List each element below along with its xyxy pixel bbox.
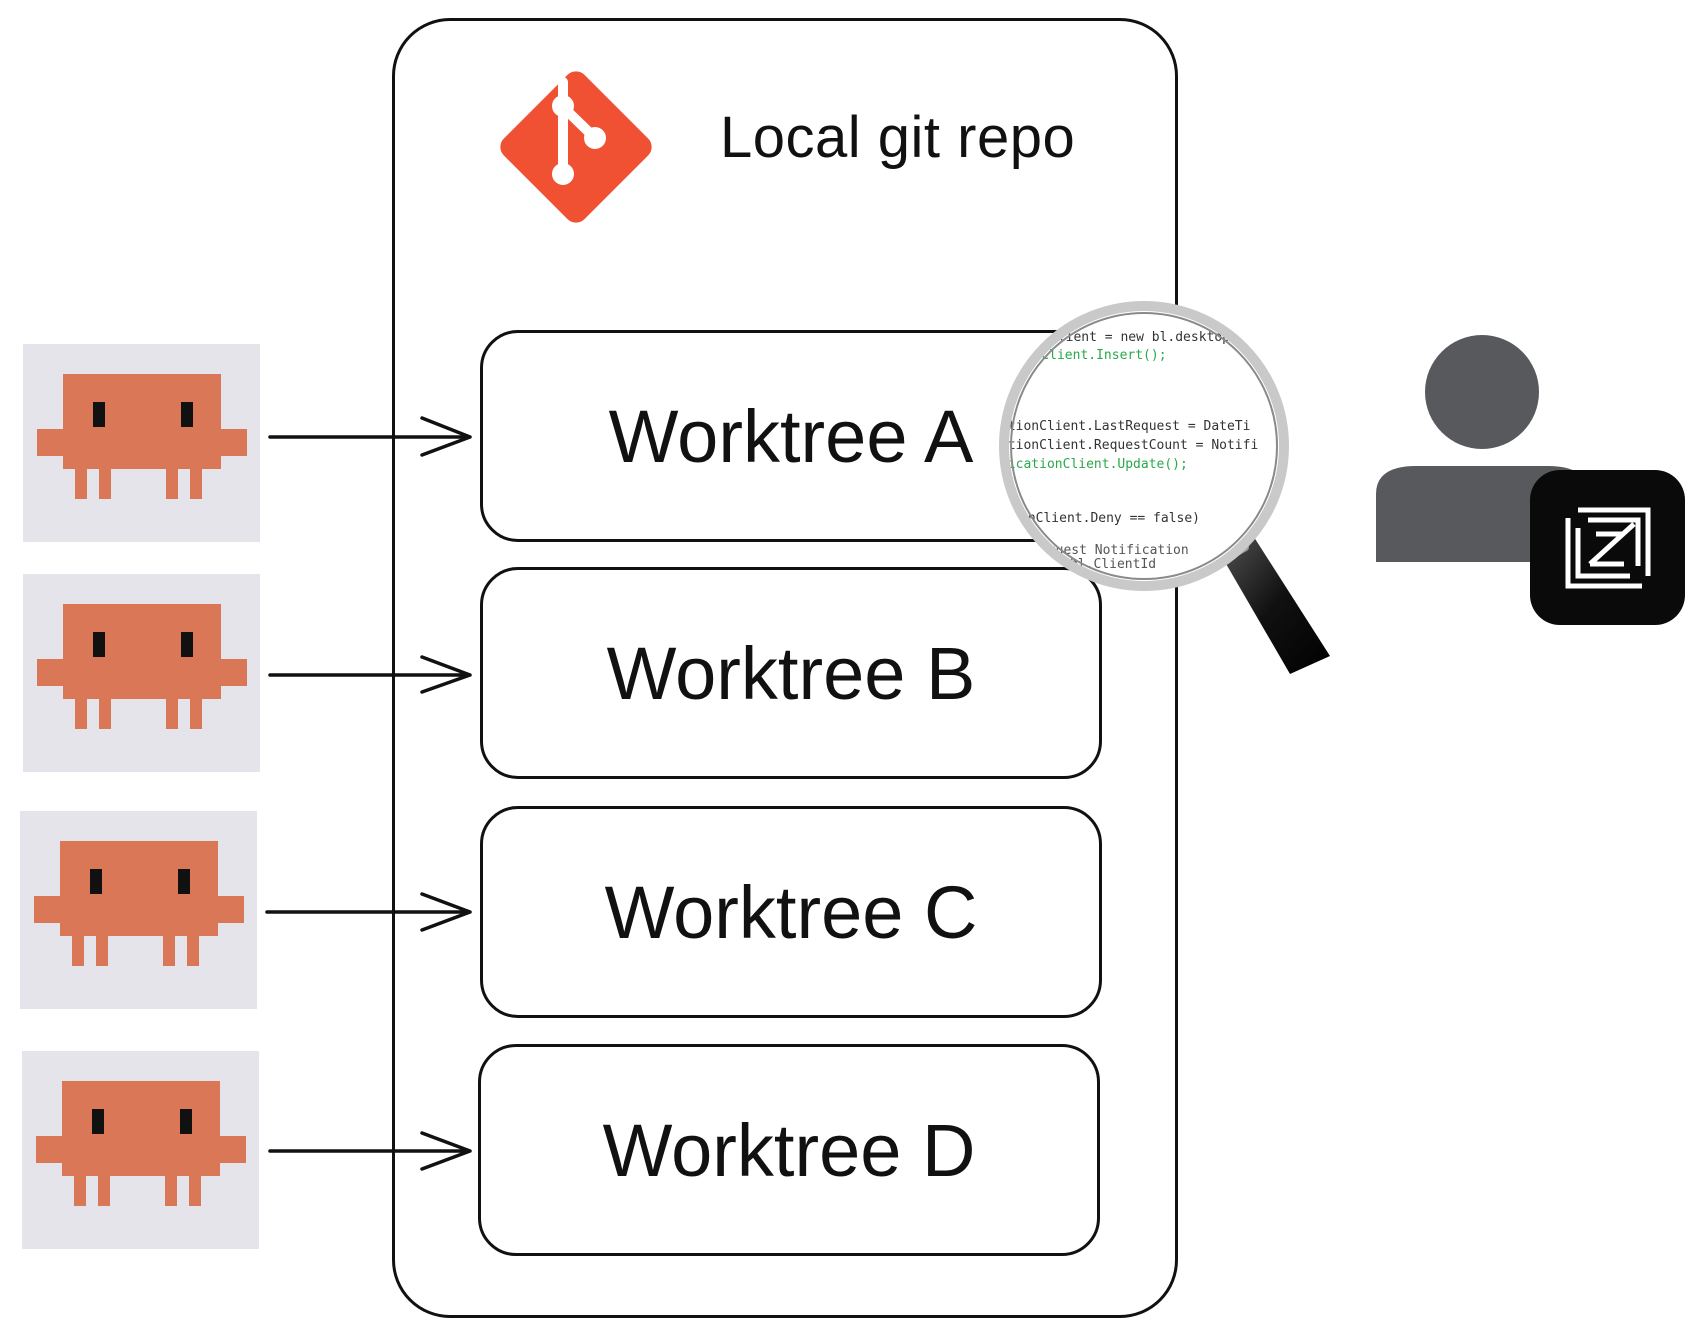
pixel-creature-icon [37,604,247,729]
code-line: onClient.Deny == false) [1020,511,1200,526]
worktree-label: Worktree A [608,394,974,478]
code-line: ationClient.RequestCount = Notifi [1000,438,1258,453]
magnifying-glass-icon: Client = new bl.desktop tionClient.Inser… [999,301,1330,674]
worktree-label: Worktree D [602,1108,976,1192]
agent-tile-4 [22,1051,259,1249]
agent-tile-3 [20,811,257,1009]
worktree-label: Worktree B [606,631,976,715]
worktree-c: Worktree C [480,806,1102,1018]
z-app-icon [1530,470,1685,625]
code-line: ficationClient.Update(); [1000,457,1188,472]
local-repo-container [392,18,1178,1318]
worktree-a: Worktree A [480,330,1102,542]
pixel-creature-icon [36,1081,246,1206]
agent-tile-2 [23,574,260,772]
repo-title: Local git repo [720,105,1076,170]
code-line: equest Notification [1040,543,1189,558]
worktree-d: Worktree D [478,1044,1100,1256]
pixel-creature-icon [37,374,247,499]
worktree-b: Worktree B [480,567,1102,779]
git-logo-icon [500,71,652,223]
code-line: ationClient.LastRequest = DateTi [1000,419,1250,434]
pixel-creature-icon [34,841,244,966]
code-line: Client = new bl.desktop [1050,330,1230,345]
agent-tile-1 [23,344,260,542]
worktree-label: Worktree C [604,870,978,954]
